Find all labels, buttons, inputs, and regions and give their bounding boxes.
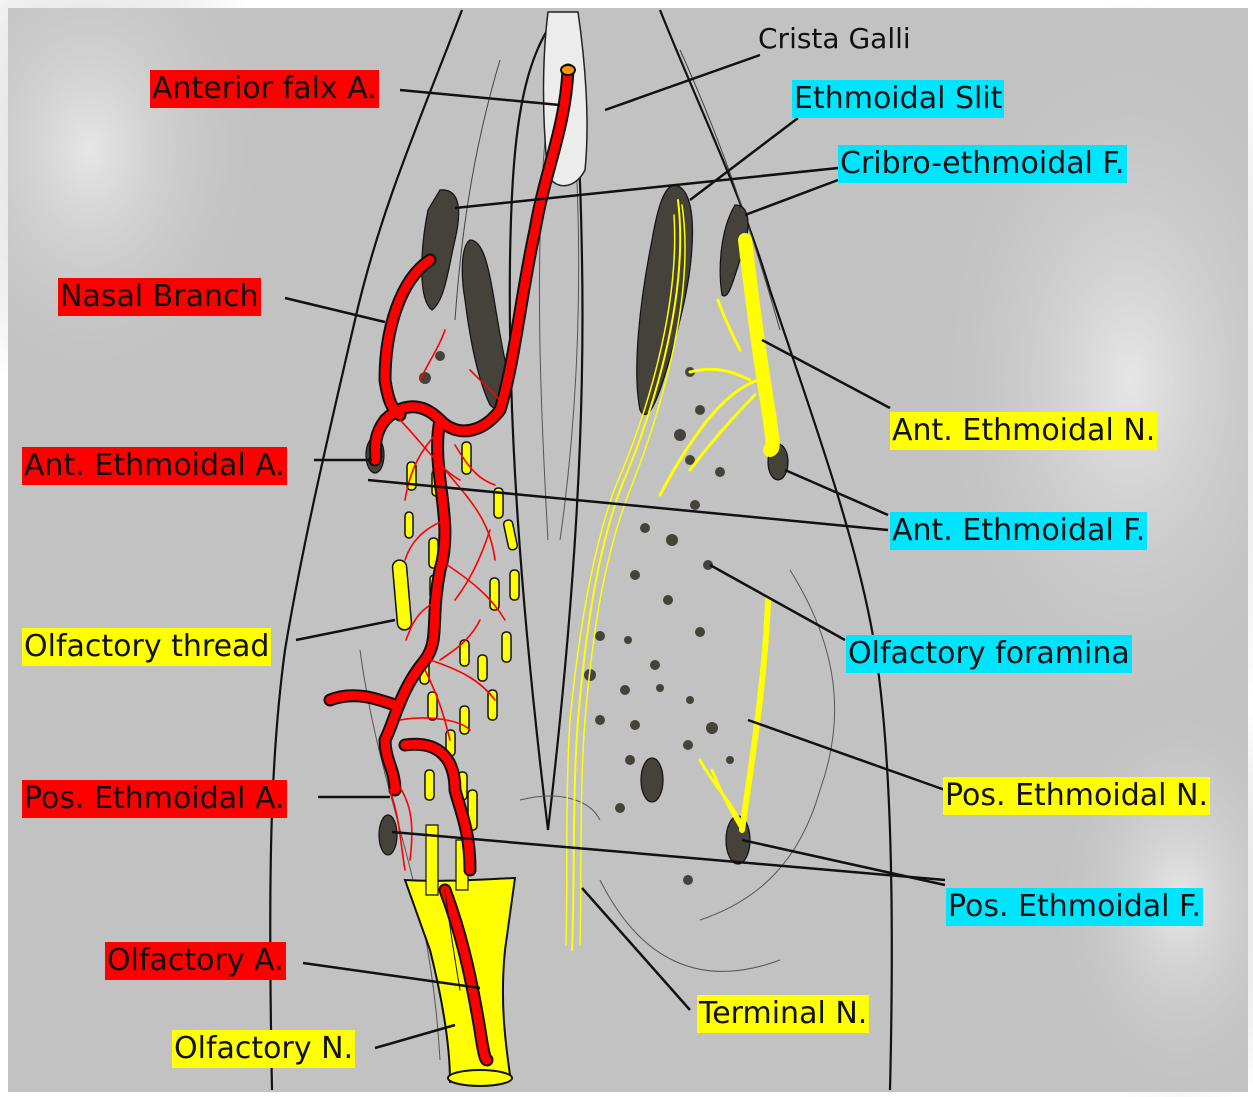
label-olfactory-a: Olfactory A.	[105, 942, 286, 980]
label-crista-galli: Crista Galli	[756, 20, 913, 58]
label-nasal-branch: Nasal Branch	[58, 278, 261, 316]
label-olfactory-thread: Olfactory thread	[22, 628, 271, 666]
label-ant-ethmoidal-f: Ant. Ethmoidal F.	[890, 512, 1147, 550]
label-olfactory-foramina: Olfactory foramina	[846, 635, 1132, 673]
label-ant-ethmoidal-n: Ant. Ethmoidal N.	[890, 412, 1157, 450]
label-olfactory-n: Olfactory N.	[172, 1030, 355, 1068]
label-terminal-n: Terminal N.	[697, 995, 869, 1033]
label-ethmoidal-slit: Ethmoidal Slit	[792, 80, 1004, 118]
label-pos-ethmoidal-a: Pos. Ethmoidal A.	[22, 780, 287, 818]
label-cribro-ethmoidal-f: Cribro-ethmoidal F.	[838, 145, 1127, 183]
label-ant-ethmoidal-a: Ant. Ethmoidal A.	[22, 447, 287, 485]
label-pos-ethmoidal-f: Pos. Ethmoidal F.	[946, 888, 1203, 926]
label-pos-ethmoidal-n: Pos. Ethmoidal N.	[943, 777, 1210, 815]
label-anterior-falx-a: Anterior falx A.	[150, 70, 379, 108]
